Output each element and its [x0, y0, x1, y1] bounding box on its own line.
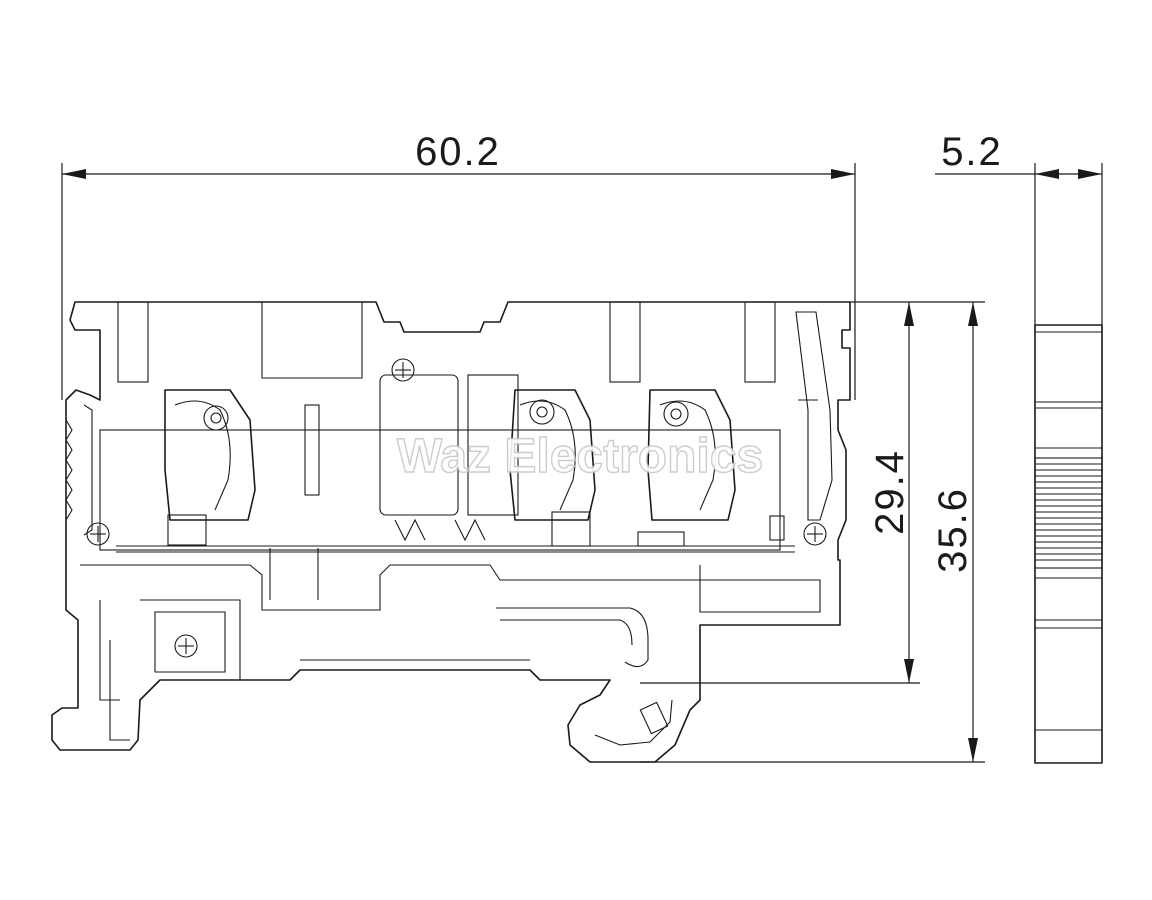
height-total-dimension-label: 35.6: [931, 487, 975, 573]
height-inner-dimension-label: 29.4: [868, 449, 912, 535]
thickness-dimension-label: 5.2: [941, 130, 1003, 174]
height-total-dimension: 35.6: [640, 301, 985, 763]
housing-outline: [51, 301, 851, 763]
width-dimension: 60.2: [61, 130, 856, 400]
front-view: [51, 301, 851, 763]
height-inner-dimension: 29.4: [640, 301, 920, 684]
width-dimension-label: 60.2: [415, 130, 501, 174]
grip-area: [1034, 457, 1103, 569]
watermark-text: Waz Electronics: [397, 430, 763, 483]
mounting-holes: [86, 358, 827, 658]
grip-lines: [1035, 463, 1102, 561]
side-view: [1034, 324, 1103, 764]
thickness-dimension: 5.2: [935, 130, 1103, 330]
